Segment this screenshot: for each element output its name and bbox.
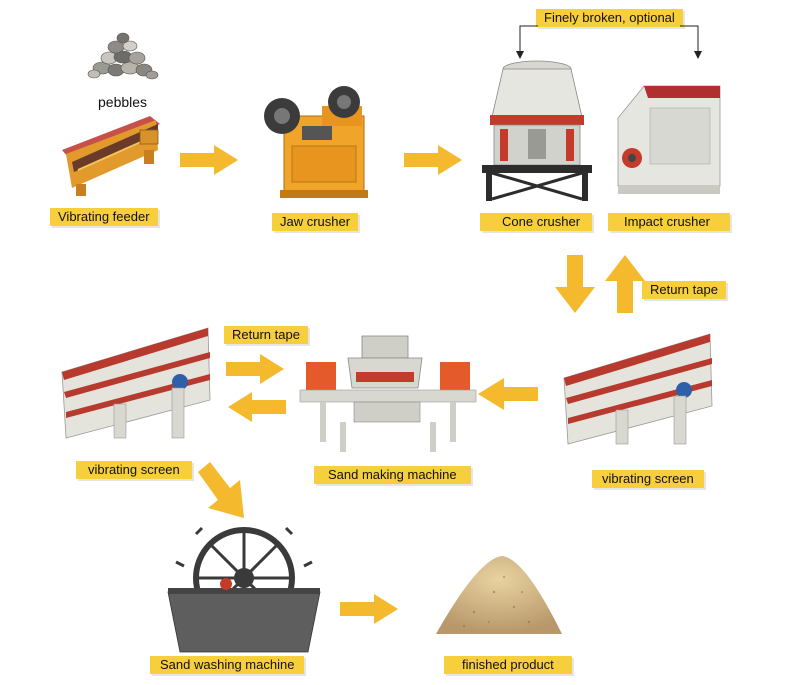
sand-making-machine-label: Sand making machine [314,466,471,484]
impact-crusher-label: Impact crusher [608,213,730,231]
cone-crusher-image [482,60,592,201]
finished-product-image [436,556,562,634]
sand-washing-machine-image [167,526,321,653]
jaw-crusher-image [264,86,368,198]
vibrating-screen-left-image [61,327,211,439]
arrow-right-icon [226,354,284,384]
vibrating-screen-right-label: vibrating screen [592,470,704,488]
jaw-crusher-label: Jaw crusher [272,213,359,231]
sand-washing-machine-label: Sand washing machine [150,656,305,674]
arrow-left-icon [478,378,538,410]
arrow-right-icon [180,145,238,175]
return-tape-left-label: Return tape [224,326,308,344]
cone-crusher-label: Cone crusher [480,213,593,231]
vibrating-screen-right-image [563,333,713,445]
pebbles-image [87,32,159,80]
arrow-right-icon [340,594,398,624]
vibrating-screen-left-label: vibrating screen [76,461,192,479]
pebbles-label: pebbles [98,94,148,110]
arrow-down-icon [555,255,595,313]
vibrating-feeder-image [62,116,160,196]
arrow-diagonal-down-icon [198,462,244,518]
return-tape-right-label: Return tape [642,281,726,299]
sand-making-machine-image [299,335,477,452]
finished-product-label: finished product [444,656,572,674]
finely-broken-label: Finely broken, optional [536,9,683,27]
finely-broken-bracket [516,25,702,59]
impact-crusher-image [617,85,721,194]
arrow-left-icon [228,392,286,422]
arrow-right-icon [404,145,462,175]
vibrating-feeder-label: Vibrating feeder [50,208,158,226]
arrow-up-icon [605,255,645,313]
